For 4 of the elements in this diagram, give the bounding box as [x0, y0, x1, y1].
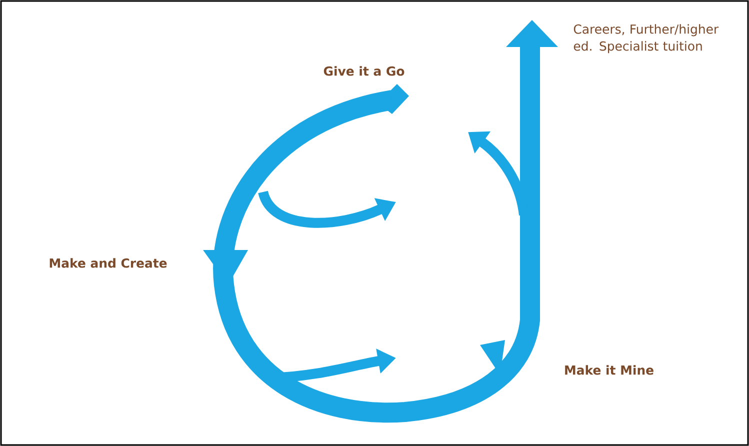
stage-label: Give it a Go [324, 66, 404, 76]
stage-label: Make it Mine [565, 365, 654, 375]
stage-label: Make and Create [50, 258, 167, 268]
outcome-label: Careers, Further/higher ed. Specialist tuition [574, 24, 719, 54]
